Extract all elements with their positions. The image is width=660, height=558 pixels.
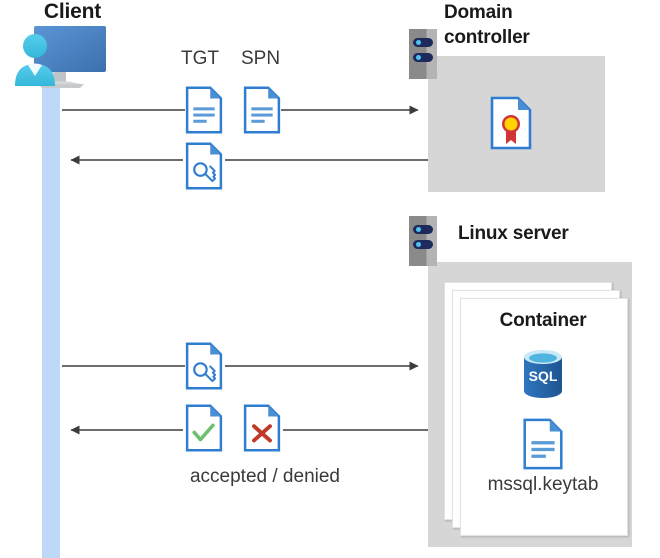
- server-led-dot: [416, 40, 421, 45]
- certificate-document-icon: [490, 96, 532, 150]
- server-led-dot: [416, 55, 421, 60]
- accepted-document-icon: [185, 404, 223, 452]
- domain-controller-title-line1: Domain: [444, 2, 513, 23]
- sql-database-icon: SQL: [524, 350, 562, 398]
- spn-document-icon: [243, 86, 281, 134]
- linux-server-server-icon: [409, 216, 437, 266]
- spn-label: SPN: [241, 48, 281, 69]
- server-bar: [413, 38, 433, 47]
- container-title: Container: [499, 310, 587, 331]
- keytab-document-icon: [523, 418, 563, 470]
- denied-document-icon: [243, 404, 281, 452]
- server-bar: [413, 225, 433, 234]
- domain-controller-title-line2: controller: [444, 27, 530, 48]
- service-ticket-key-document-icon: [185, 142, 223, 190]
- server-bar: [413, 240, 433, 249]
- tgt-label: TGT: [181, 48, 219, 69]
- domain-controller-server-icon: [409, 29, 437, 79]
- linux-server-title: Linux server: [458, 223, 569, 244]
- client-label: Client: [43, 0, 102, 23]
- server-led-dot: [416, 242, 421, 247]
- accepted-denied-label: accepted / denied: [189, 466, 340, 487]
- server-bar: [413, 53, 433, 62]
- server-led-dot: [416, 227, 421, 232]
- domain-controller-title: Domain controller: [444, 0, 644, 50]
- keytab-filename-label: mssql.keytab: [487, 474, 599, 495]
- client-computer-icon: [15, 26, 106, 88]
- service-ticket-key-document-icon: [185, 342, 223, 390]
- sql-label: SQL: [529, 368, 558, 384]
- container-card-front: [460, 298, 628, 536]
- tgt-document-icon: [185, 86, 223, 134]
- client-lifeline: [42, 60, 60, 558]
